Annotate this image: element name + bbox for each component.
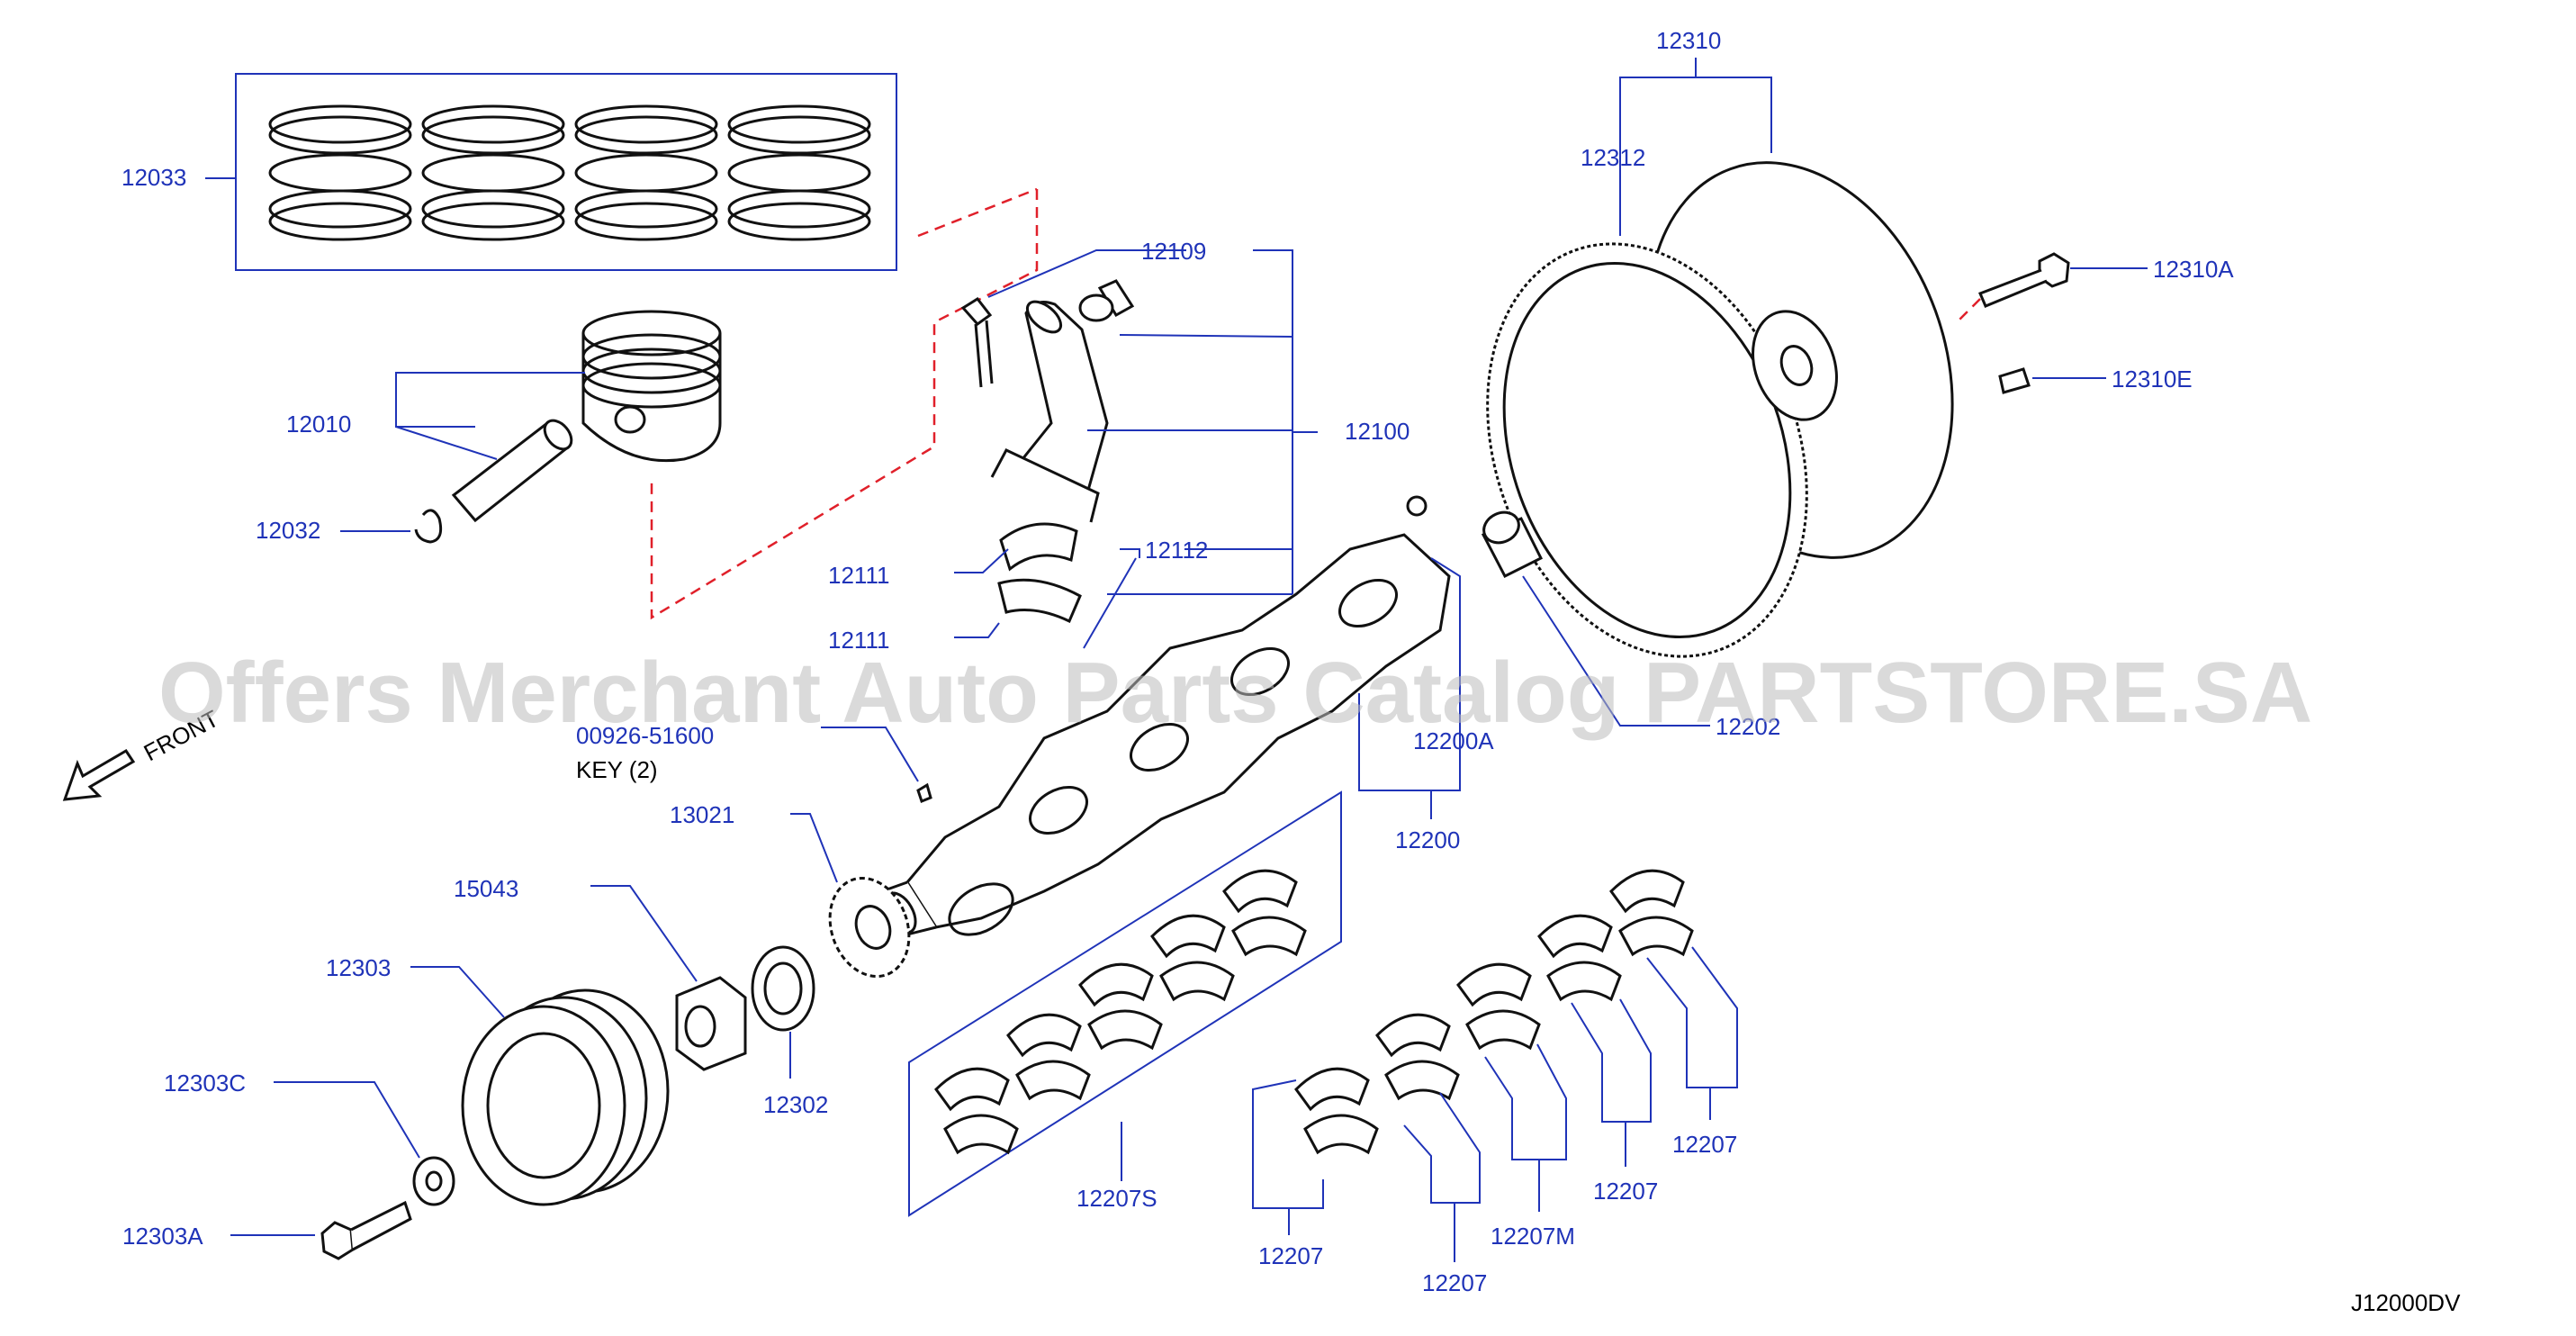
label-12111-lower[interactable]: 12111 (828, 627, 889, 654)
flywheel-dowel-group[interactable]: 12310E (1998, 366, 2193, 394)
piston-rings-frame (235, 73, 897, 271)
label-12207M[interactable]: 12207M (1491, 1223, 1575, 1250)
main-bearing-set-frame (908, 790, 1342, 1217)
label-12207S[interactable]: 12207S (1076, 1185, 1157, 1212)
main-bearing-12207-d[interactable]: 12207 (1646, 946, 1738, 1158)
pilot-bushing-group[interactable]: 12202 (1479, 507, 1780, 740)
piston-rings-group[interactable]: 12033 (122, 73, 897, 271)
crank-pulley-illustration (461, 988, 670, 1206)
label-12202[interactable]: 12202 (1716, 713, 1780, 740)
connecting-rod-illustration (990, 279, 1135, 523)
label-00926-51600[interactable]: 00926-51600 (576, 722, 714, 749)
main-bearing-12207-b[interactable]: 12207 (1403, 1092, 1487, 1296)
main-bearing-12207M[interactable]: 12207M (1484, 1043, 1575, 1250)
piston-pin (451, 419, 573, 523)
con-rod-bearing-lower[interactable]: 12111 (828, 578, 1082, 654)
main-bearing-12207-a[interactable]: 12207 (1252, 1079, 1324, 1269)
label-12310[interactable]: 12310 (1656, 27, 1721, 54)
label-12200[interactable]: 12200 (1395, 826, 1460, 853)
label-12100[interactable]: 12100 (1345, 418, 1410, 445)
label-12111-upper[interactable]: 12111 (828, 562, 889, 589)
piston-pin-clip (414, 509, 443, 544)
front-arrow-icon (62, 748, 136, 801)
label-12207-a[interactable]: 12207 (1258, 1242, 1323, 1269)
main-bearing-shells-row (1294, 869, 1694, 1155)
pulley-bolt-group[interactable]: 12303A (122, 1200, 412, 1260)
watermark: Offers Merchant Auto Parts Catalog PARTS… (158, 645, 2312, 741)
bearing-shell-upper (999, 522, 1078, 572)
key-group[interactable]: 00926-51600 KEY (2) (576, 722, 932, 803)
assembly-guide-line (650, 187, 1039, 620)
oil-pump-drive-spacer-group[interactable]: 15043 (454, 875, 747, 1071)
con-rod-bearing-upper[interactable]: 12111 (828, 522, 1078, 589)
label-12207-b[interactable]: 12207 (1422, 1269, 1487, 1296)
main-bearing-set-group[interactable]: 12207S (908, 790, 1342, 1217)
bearing-shell-lower (997, 578, 1082, 624)
label-12303C[interactable]: 12303C (164, 1070, 246, 1097)
main-bearing-12207-c[interactable]: 12207 (1571, 998, 1658, 1205)
label-12302[interactable]: 12302 (763, 1091, 828, 1118)
flywheel-bolt-group[interactable]: 12310A (1954, 252, 2234, 325)
pulley-bolt-illustration (320, 1221, 355, 1260)
flywheel-group[interactable]: 12310 12312 (1432, 27, 2004, 701)
con-rod-bushing (1078, 293, 1114, 322)
piston-illustration (581, 310, 722, 463)
con-rod-bolt (960, 297, 994, 388)
pilot-bearing-12200A (1406, 495, 1428, 517)
label-12010[interactable]: 12010 (286, 411, 351, 438)
label-12200A[interactable]: 12200A (1413, 727, 1494, 754)
pulley-washer-group[interactable]: 12303C (164, 1070, 455, 1206)
key-illustration (916, 782, 932, 803)
main-bearing-set-shells (934, 869, 1307, 1155)
label-12033[interactable]: 12033 (122, 164, 186, 191)
dowel-pin-illustration (1998, 367, 2031, 394)
label-12112[interactable]: 12112 (1145, 537, 1208, 564)
key-quantity-note: KEY (2) (576, 756, 658, 783)
label-12310A[interactable]: 12310A (2153, 256, 2234, 283)
ring-set-2 (421, 104, 565, 241)
crank-sprocket (828, 876, 911, 979)
sprocket-group[interactable]: 13021 (670, 801, 923, 988)
ring-set-3 (574, 104, 718, 241)
label-12310E[interactable]: 12310E (2112, 366, 2193, 393)
label-13021[interactable]: 13021 (670, 801, 734, 828)
connecting-rod-group[interactable]: 12109 12100 (960, 238, 1410, 595)
label-12207-d[interactable]: 12207 (1672, 1131, 1737, 1158)
label-12032[interactable]: 12032 (256, 517, 320, 544)
diagram-code: J12000DV (2351, 1289, 2461, 1316)
label-12303[interactable]: 12303 (326, 954, 391, 981)
front-oil-seal-group[interactable]: 12302 (751, 945, 828, 1118)
con-rod-cap-bolt-note[interactable]: 12112 (1083, 537, 1293, 649)
label-12312[interactable]: 12312 (1581, 144, 1645, 171)
crank-pulley-group[interactable]: 12303 (326, 954, 670, 1206)
label-12303A[interactable]: 12303A (122, 1223, 203, 1250)
label-12109[interactable]: 12109 (1141, 238, 1206, 265)
label-12207-c[interactable]: 12207 (1593, 1178, 1658, 1205)
ring-set-4 (727, 104, 871, 241)
ring-set-1 (268, 104, 412, 241)
piston-group[interactable]: 12010 12032 (256, 310, 722, 544)
label-15043[interactable]: 15043 (454, 875, 518, 902)
flywheel-illustration (1486, 161, 1954, 658)
